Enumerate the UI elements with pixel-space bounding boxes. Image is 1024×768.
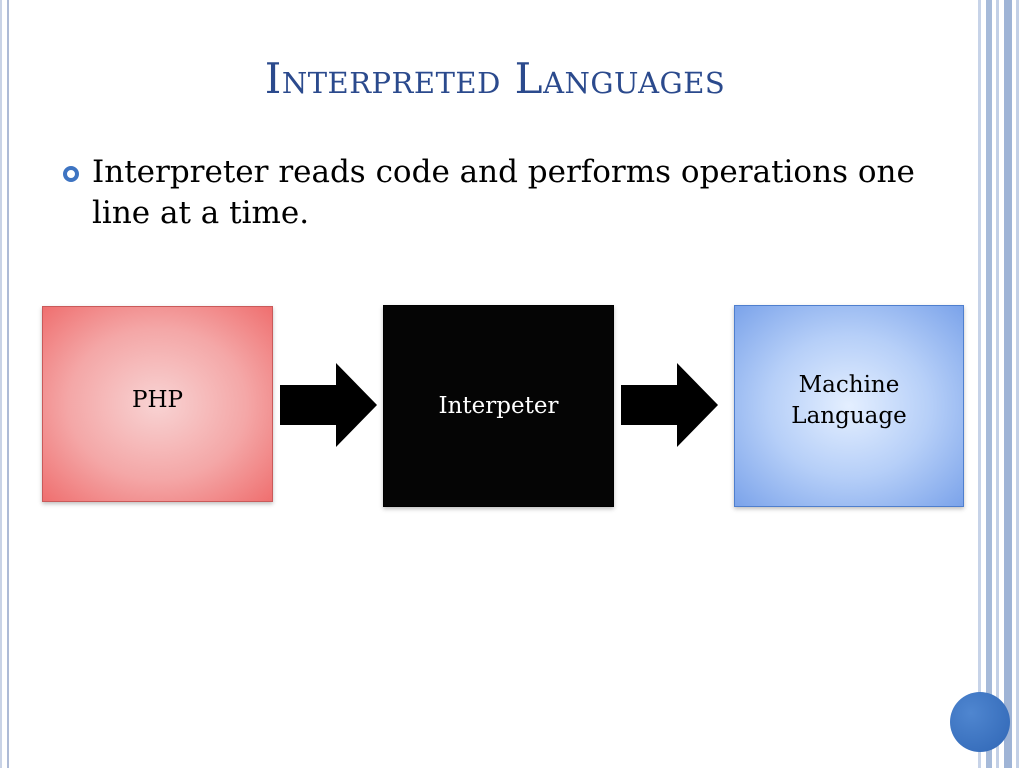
right-arrow-icon — [280, 363, 377, 447]
left-border-line-inner — [7, 0, 9, 768]
interpreter-label: Interpeter — [438, 392, 559, 419]
machine-language-box: Machine Language — [734, 305, 964, 507]
bullet-circle-icon — [63, 166, 79, 182]
machine-language-line2: Language — [791, 403, 907, 429]
right-arrow-icon — [621, 363, 718, 447]
border-stripe — [978, 0, 981, 768]
left-border-line — [0, 0, 2, 768]
slide-title: Interpreted Languages — [264, 54, 726, 103]
right-border-stripes — [976, 0, 1024, 768]
php-label: PHP — [131, 386, 183, 413]
interpreter-box: Interpeter — [383, 305, 614, 507]
border-stripe — [986, 0, 992, 768]
border-stripe — [1016, 0, 1019, 768]
border-stripe — [996, 0, 999, 768]
border-stripe — [1004, 0, 1012, 768]
php-box: PHP — [42, 306, 273, 502]
bullet-text: Interpreter reads code and performs oper… — [92, 154, 915, 231]
page-circle-decoration — [950, 692, 1010, 752]
machine-language-line1: Machine — [798, 372, 900, 398]
machine-language-label: Machine Language — [791, 370, 906, 432]
